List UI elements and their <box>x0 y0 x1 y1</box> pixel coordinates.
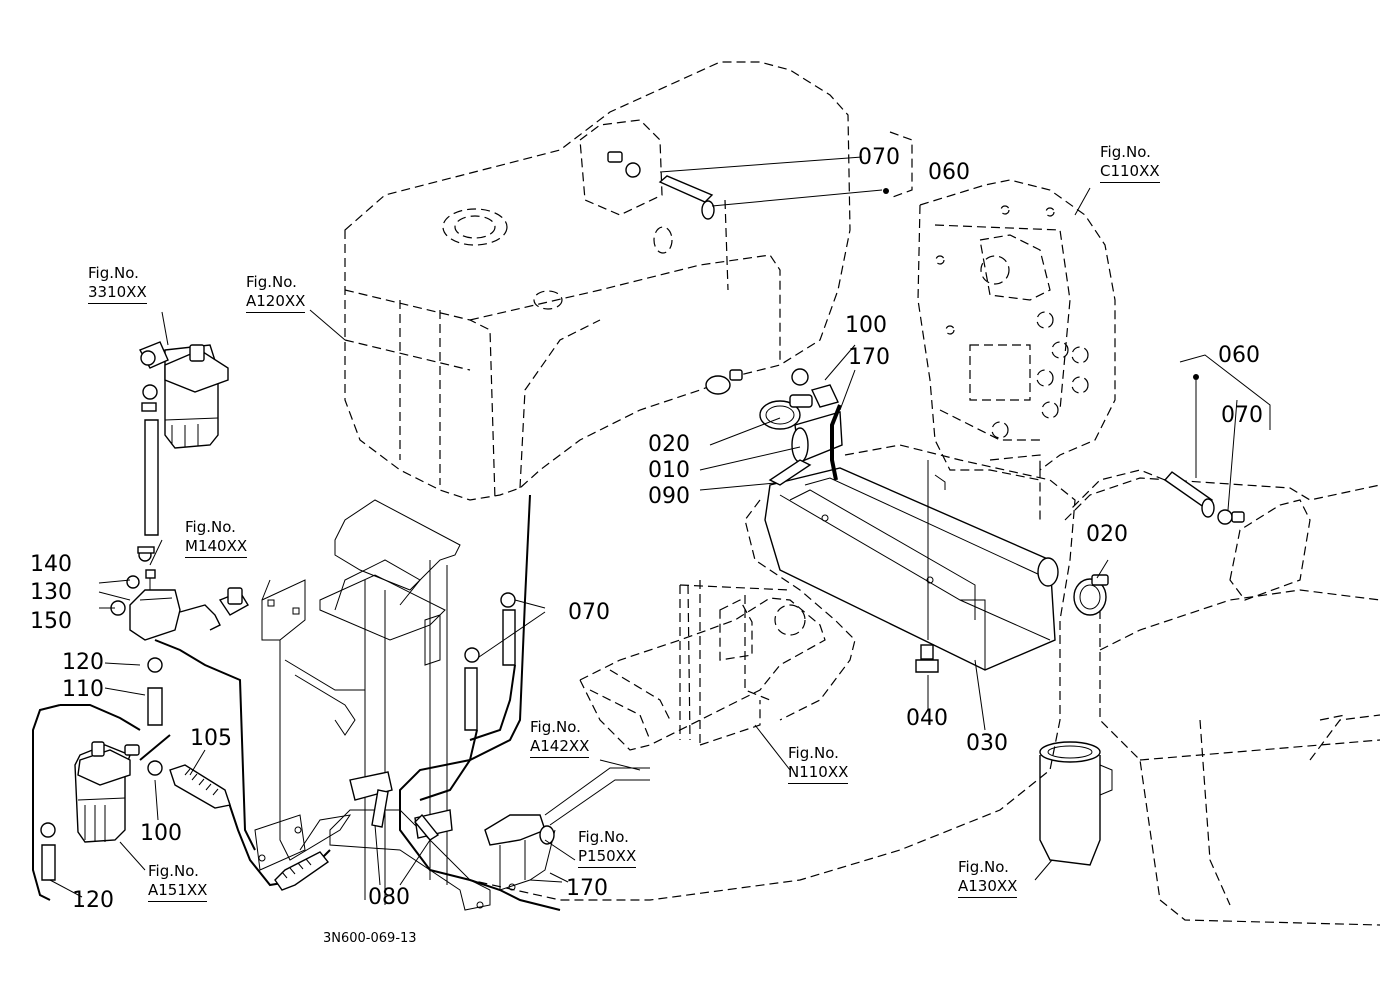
callout-030[interactable]: 030 <box>966 731 1008 756</box>
clamp-020-right <box>1073 559 1109 616</box>
figref-code: N110XX <box>788 763 849 784</box>
fuel-tank-main <box>344 61 851 501</box>
figref-prefix: Fig.No. <box>1100 143 1151 161</box>
cover-030 <box>764 467 1059 671</box>
figref-prefix: Fig.No. <box>185 518 236 536</box>
callout-100[interactable]: 100 <box>845 313 887 338</box>
fuel-hose-lines <box>32 494 561 911</box>
callout-080[interactable]: 080 <box>368 885 410 910</box>
fuel-tank-right <box>1064 477 1380 926</box>
bracket-060-top <box>889 131 913 199</box>
hose-clamp-p150 <box>484 767 650 891</box>
floor-step <box>579 580 826 751</box>
callout-130[interactable]: 130 <box>30 580 72 605</box>
drawing-number: 3N600-069-13 <box>323 931 417 946</box>
callout-140[interactable]: 140 <box>30 552 72 577</box>
transmission-case <box>917 179 1116 520</box>
hose-clamp-assembly-mid <box>699 368 843 491</box>
callout-120[interactable]: 120 <box>62 650 104 675</box>
figref-prefix: Fig.No. <box>246 273 297 291</box>
callout-060[interactable]: 060 <box>1218 343 1260 368</box>
filler-neck <box>1039 741 1113 866</box>
tank-vent-fitting <box>607 151 889 291</box>
figref-code: M140XX <box>185 537 248 558</box>
figref-code: A151XX <box>148 881 208 902</box>
feed-pump-130 <box>110 539 249 726</box>
figref-prefix: Fig.No. <box>958 858 1009 876</box>
figref-a130xx[interactable]: Fig.No. A130XX <box>958 858 1018 898</box>
figref-p150xx[interactable]: Fig.No. P150XX <box>578 828 637 868</box>
figref-n110xx[interactable]: Fig.No. N110XX <box>788 744 849 784</box>
return-loop-right <box>1069 469 1166 511</box>
callout-010[interactable]: 010 <box>648 458 690 483</box>
figref-a142xx[interactable]: Fig.No. A142XX <box>530 718 590 758</box>
fuel-filter-upper <box>139 311 229 536</box>
callout-170[interactable]: 170 <box>566 876 608 901</box>
callout-070[interactable]: 070 <box>858 145 900 170</box>
figref-a151xx[interactable]: Fig.No. A151XX <box>148 862 208 902</box>
bracket-frame <box>254 499 491 911</box>
hose-fittings-070-left <box>464 592 546 731</box>
bolt-040 <box>915 460 939 673</box>
figref-code: C110XX <box>1100 162 1160 183</box>
callout-110[interactable]: 110 <box>62 677 104 702</box>
callout-040[interactable]: 040 <box>906 706 948 731</box>
figref-code: 3310XX <box>88 283 147 304</box>
figref-code: P150XX <box>578 847 637 868</box>
fuel-filter-lower <box>40 741 163 881</box>
callout-020[interactable]: 020 <box>648 432 690 457</box>
figref-code: A120XX <box>246 292 306 313</box>
figref-c110xx[interactable]: Fig.No. C110XX <box>1100 143 1160 183</box>
leader-lines <box>49 187 1091 898</box>
callout-060[interactable]: 060 <box>928 160 970 185</box>
figref-3310xx[interactable]: Fig.No. 3310XX <box>88 264 147 304</box>
return-loop-outer <box>469 444 1076 901</box>
figref-prefix: Fig.No. <box>530 718 581 736</box>
callout-105[interactable]: 105 <box>190 726 232 751</box>
callout-020[interactable]: 020 <box>1086 522 1128 547</box>
hose-spring-105 <box>169 764 330 891</box>
figref-a120xx[interactable]: Fig.No. A120XX <box>246 273 306 313</box>
figref-code: A130XX <box>958 877 1018 898</box>
hose-070-right <box>1163 354 1271 525</box>
figref-code: A142XX <box>530 737 590 758</box>
callout-150[interactable]: 150 <box>30 609 72 634</box>
clamp-band-080 <box>349 771 453 841</box>
figref-prefix: Fig.No. <box>88 264 139 282</box>
figref-prefix: Fig.No. <box>788 744 839 762</box>
figref-m140xx[interactable]: Fig.No. M140XX <box>185 518 248 558</box>
figref-prefix: Fig.No. <box>578 828 629 846</box>
figref-prefix: Fig.No. <box>148 862 199 880</box>
callout-070[interactable]: 070 <box>568 600 610 625</box>
callout-170[interactable]: 170 <box>848 345 890 370</box>
callout-070[interactable]: 070 <box>1221 403 1263 428</box>
callout-120[interactable]: 120 <box>72 888 114 913</box>
callout-100[interactable]: 100 <box>140 821 182 846</box>
callout-090[interactable]: 090 <box>648 484 690 509</box>
